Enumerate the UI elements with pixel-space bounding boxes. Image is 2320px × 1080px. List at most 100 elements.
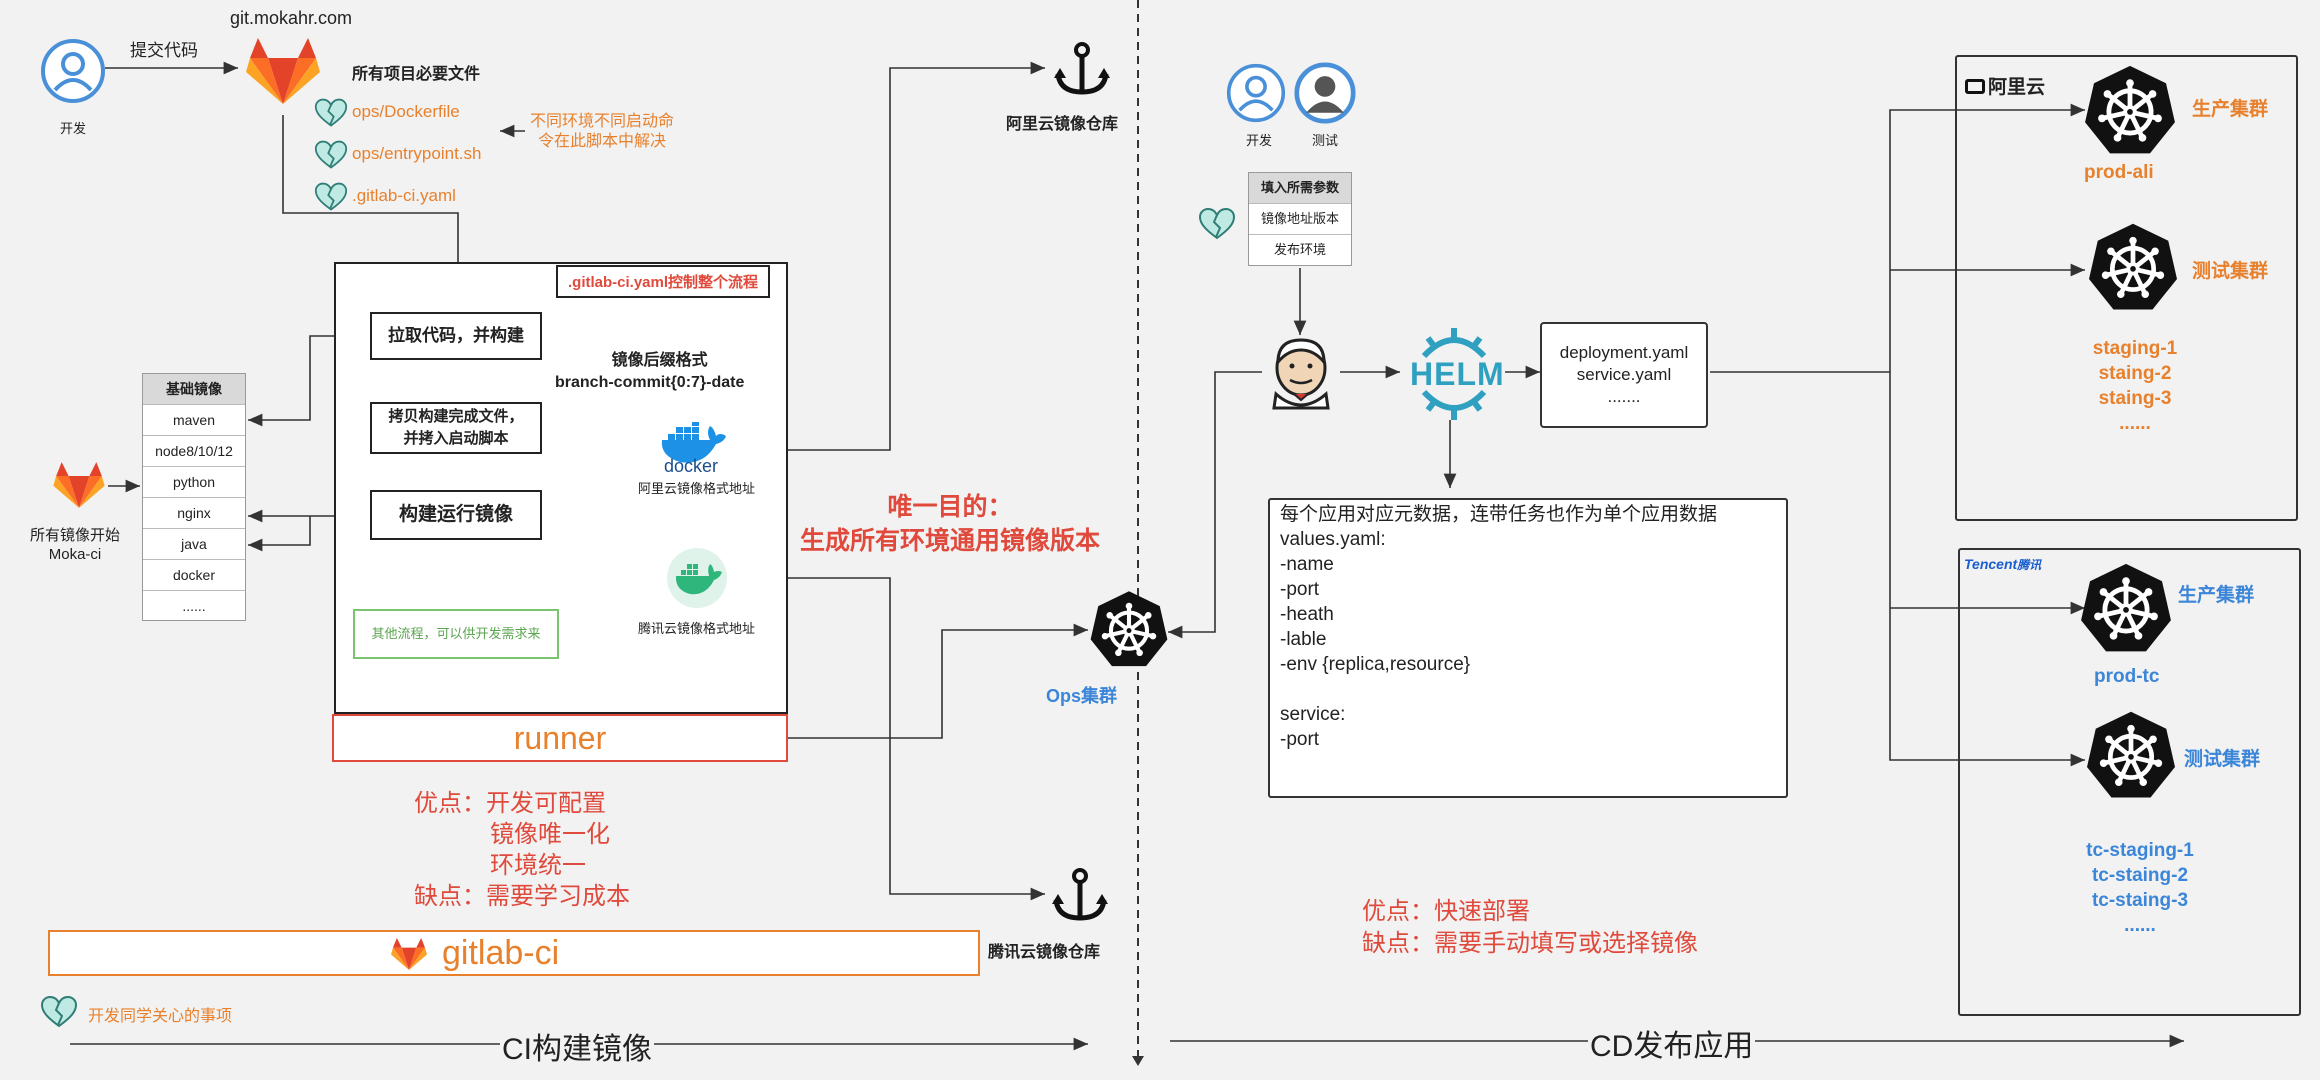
base-image-item: nginx — [143, 498, 245, 529]
base-image-item: python — [143, 467, 245, 498]
required-file: ops/entrypoint.sh — [352, 144, 482, 163]
gitlab-icon — [391, 937, 427, 971]
moka-ci-line1: 所有镜像开始 — [30, 527, 121, 544]
ci-pros-item: 开发可配置 — [486, 790, 606, 817]
moka-ci-line2: Moka-ci — [48, 546, 102, 563]
gitlab-logo — [244, 36, 322, 106]
ci-section-title: CI构建镜像 — [500, 1024, 654, 1068]
suffix-format: branch-commit{0:7}-date — [555, 374, 745, 391]
required-files-title: 所有项目必要文件 — [352, 66, 481, 83]
docker-text: docker — [664, 456, 719, 476]
heart-icon — [314, 98, 348, 127]
cd-dev-label: 开发 — [1246, 133, 1273, 148]
legend-label: 开发同学关心的事项 — [88, 1008, 233, 1025]
other-flow: 其他流程，可以供开发需求来 — [353, 609, 559, 659]
base-image-item: node8/10/12 — [143, 436, 245, 467]
values-line: -heath — [1280, 604, 1334, 625]
anchor-icon — [1054, 42, 1110, 95]
docker-logo: docker — [658, 420, 728, 478]
ali-registry-anchor — [1052, 40, 1112, 100]
ci-pros-item: 环境统一 — [490, 852, 586, 879]
values-line: -port — [1280, 579, 1320, 600]
env-note: 不同环境不同启动命 令在此脚本中解决 — [530, 112, 674, 152]
required-file: .gitlab-ci.yaml — [352, 186, 456, 205]
ci-cons-item: 需要学习成本 — [486, 883, 630, 910]
moka-ci-label: 所有镜像开始 Moka-ci — [30, 526, 120, 564]
env-note-line2: 令在此脚本中解决 — [538, 133, 667, 150]
helm-wheel-icon — [1421, 328, 1487, 420]
kubernetes-icon — [2085, 65, 2175, 154]
git-host: git.mokahr.com — [230, 8, 353, 28]
tencent-logo-en: Tencent — [1964, 556, 2018, 572]
staging-item: staing-2 — [2098, 363, 2172, 384]
kubernetes-icon — [2081, 563, 2171, 652]
purpose-line2: 生成所有环境通用镜像版本 — [800, 527, 1101, 555]
base-image-item: maven — [143, 405, 245, 436]
flow-title: .gitlab-ci.yaml控制整个流程 — [556, 265, 771, 298]
aliyun-logo-text: 阿里云 — [1988, 77, 2046, 98]
values-line: -lable — [1280, 629, 1327, 650]
user-icon — [41, 39, 105, 103]
ops-cluster-icon — [1088, 588, 1170, 670]
cd-dev-avatar — [1226, 62, 1286, 124]
step-build-image: 构建运行镜像 — [370, 490, 542, 540]
base-images-table: 基础镜像 maven node8/10/12 python nginx java… — [142, 373, 246, 621]
cd-test-label: 测试 — [1312, 133, 1339, 148]
tencent-test-title: 测试集群 — [2184, 749, 2261, 770]
values-line: -port — [1280, 729, 1320, 750]
moka-ci-logo — [52, 460, 106, 510]
ali-image-address: 阿里云镜像格式地址 — [638, 481, 756, 496]
deploy-file: service.yaml — [1576, 365, 1672, 384]
ci-cons-label: 缺点： — [414, 883, 486, 910]
params-title: 填入所需参数 — [1249, 173, 1351, 204]
tencent-docker-icon — [667, 548, 727, 608]
tc-registry-label: 腾讯云镜像仓库 — [988, 944, 1101, 961]
ali-registry-label: 阿里云镜像仓库 — [1006, 116, 1119, 133]
values-line — [1280, 677, 1776, 702]
user-icon — [1294, 62, 1356, 124]
deploy-file: deployment.yaml — [1559, 343, 1689, 362]
aliyun-prod-name: prod-ali — [2084, 162, 2154, 183]
params-table: 填入所需参数 镜像地址版本 发布环境 — [1248, 172, 1352, 266]
heart-icon — [314, 182, 348, 211]
values-line: service: — [1280, 704, 1346, 725]
tencent-panel — [1958, 548, 2301, 1016]
values-line: -env {replica,resource} — [1280, 654, 1471, 675]
heart-icon — [1198, 207, 1236, 240]
suffix-title-text: 镜像后缀格式 — [611, 352, 708, 369]
cd-test-avatar — [1294, 62, 1356, 124]
gitlab-icon — [246, 38, 320, 104]
deploy-files-box: deployment.yaml service.yaml ....... — [1540, 322, 1708, 428]
staging-item: tc-staging-1 — [2086, 840, 2194, 861]
values-line: 每个应用对应元数据，连带任务也作为单个应用数据 — [1280, 504, 1718, 525]
cd-cons: 缺点：需要手动填写或选择镜像 — [1362, 930, 1698, 957]
kubernetes-icon — [2089, 223, 2177, 310]
runner-box: runner — [332, 714, 788, 762]
aliyun-test-title: 测试集群 — [2192, 261, 2269, 282]
tc-image-address: 腾讯云镜像格式地址 — [638, 621, 756, 636]
deploy-file: ....... — [1607, 387, 1641, 406]
base-image-item: java — [143, 529, 245, 560]
aliyun-panel — [1955, 55, 2298, 521]
ci-pros-item: 镜像唯一化 — [490, 821, 610, 848]
cd-pros: 优点：快速部署 — [1362, 898, 1530, 925]
ops-cluster-label: Ops集群 — [1046, 686, 1118, 706]
required-file: ops/Dockerfile — [352, 102, 460, 121]
gitlab-ci-label: gitlab-ci — [442, 934, 560, 972]
gitlab-icon — [53, 462, 105, 508]
user-icon — [1226, 63, 1286, 123]
tencent-prod-title: 生产集群 — [2178, 585, 2255, 606]
param-item: 镜像地址版本 — [1249, 204, 1351, 235]
aliyun-prod-title: 生产集群 — [2192, 99, 2269, 120]
tencent-docker-logo — [664, 548, 730, 608]
staging-item: tc-staing-2 — [2091, 865, 2189, 886]
suffix-title: 镜像后缀格式 branch-commit{0:7}-date — [555, 350, 744, 394]
tencent-staging-list: tc-staging-1 tc-staing-2 tc-staing-3 ...… — [2070, 838, 2210, 938]
tencent-logo-cn: 腾讯 — [2017, 558, 2042, 572]
helm-logo: HELM — [1402, 326, 1506, 422]
helm-label: HELM — [1410, 356, 1505, 392]
jenkins-logo — [1262, 336, 1340, 410]
values-line: -name — [1280, 554, 1334, 575]
gitlab-ci-bar: gitlab-ci — [48, 930, 980, 976]
